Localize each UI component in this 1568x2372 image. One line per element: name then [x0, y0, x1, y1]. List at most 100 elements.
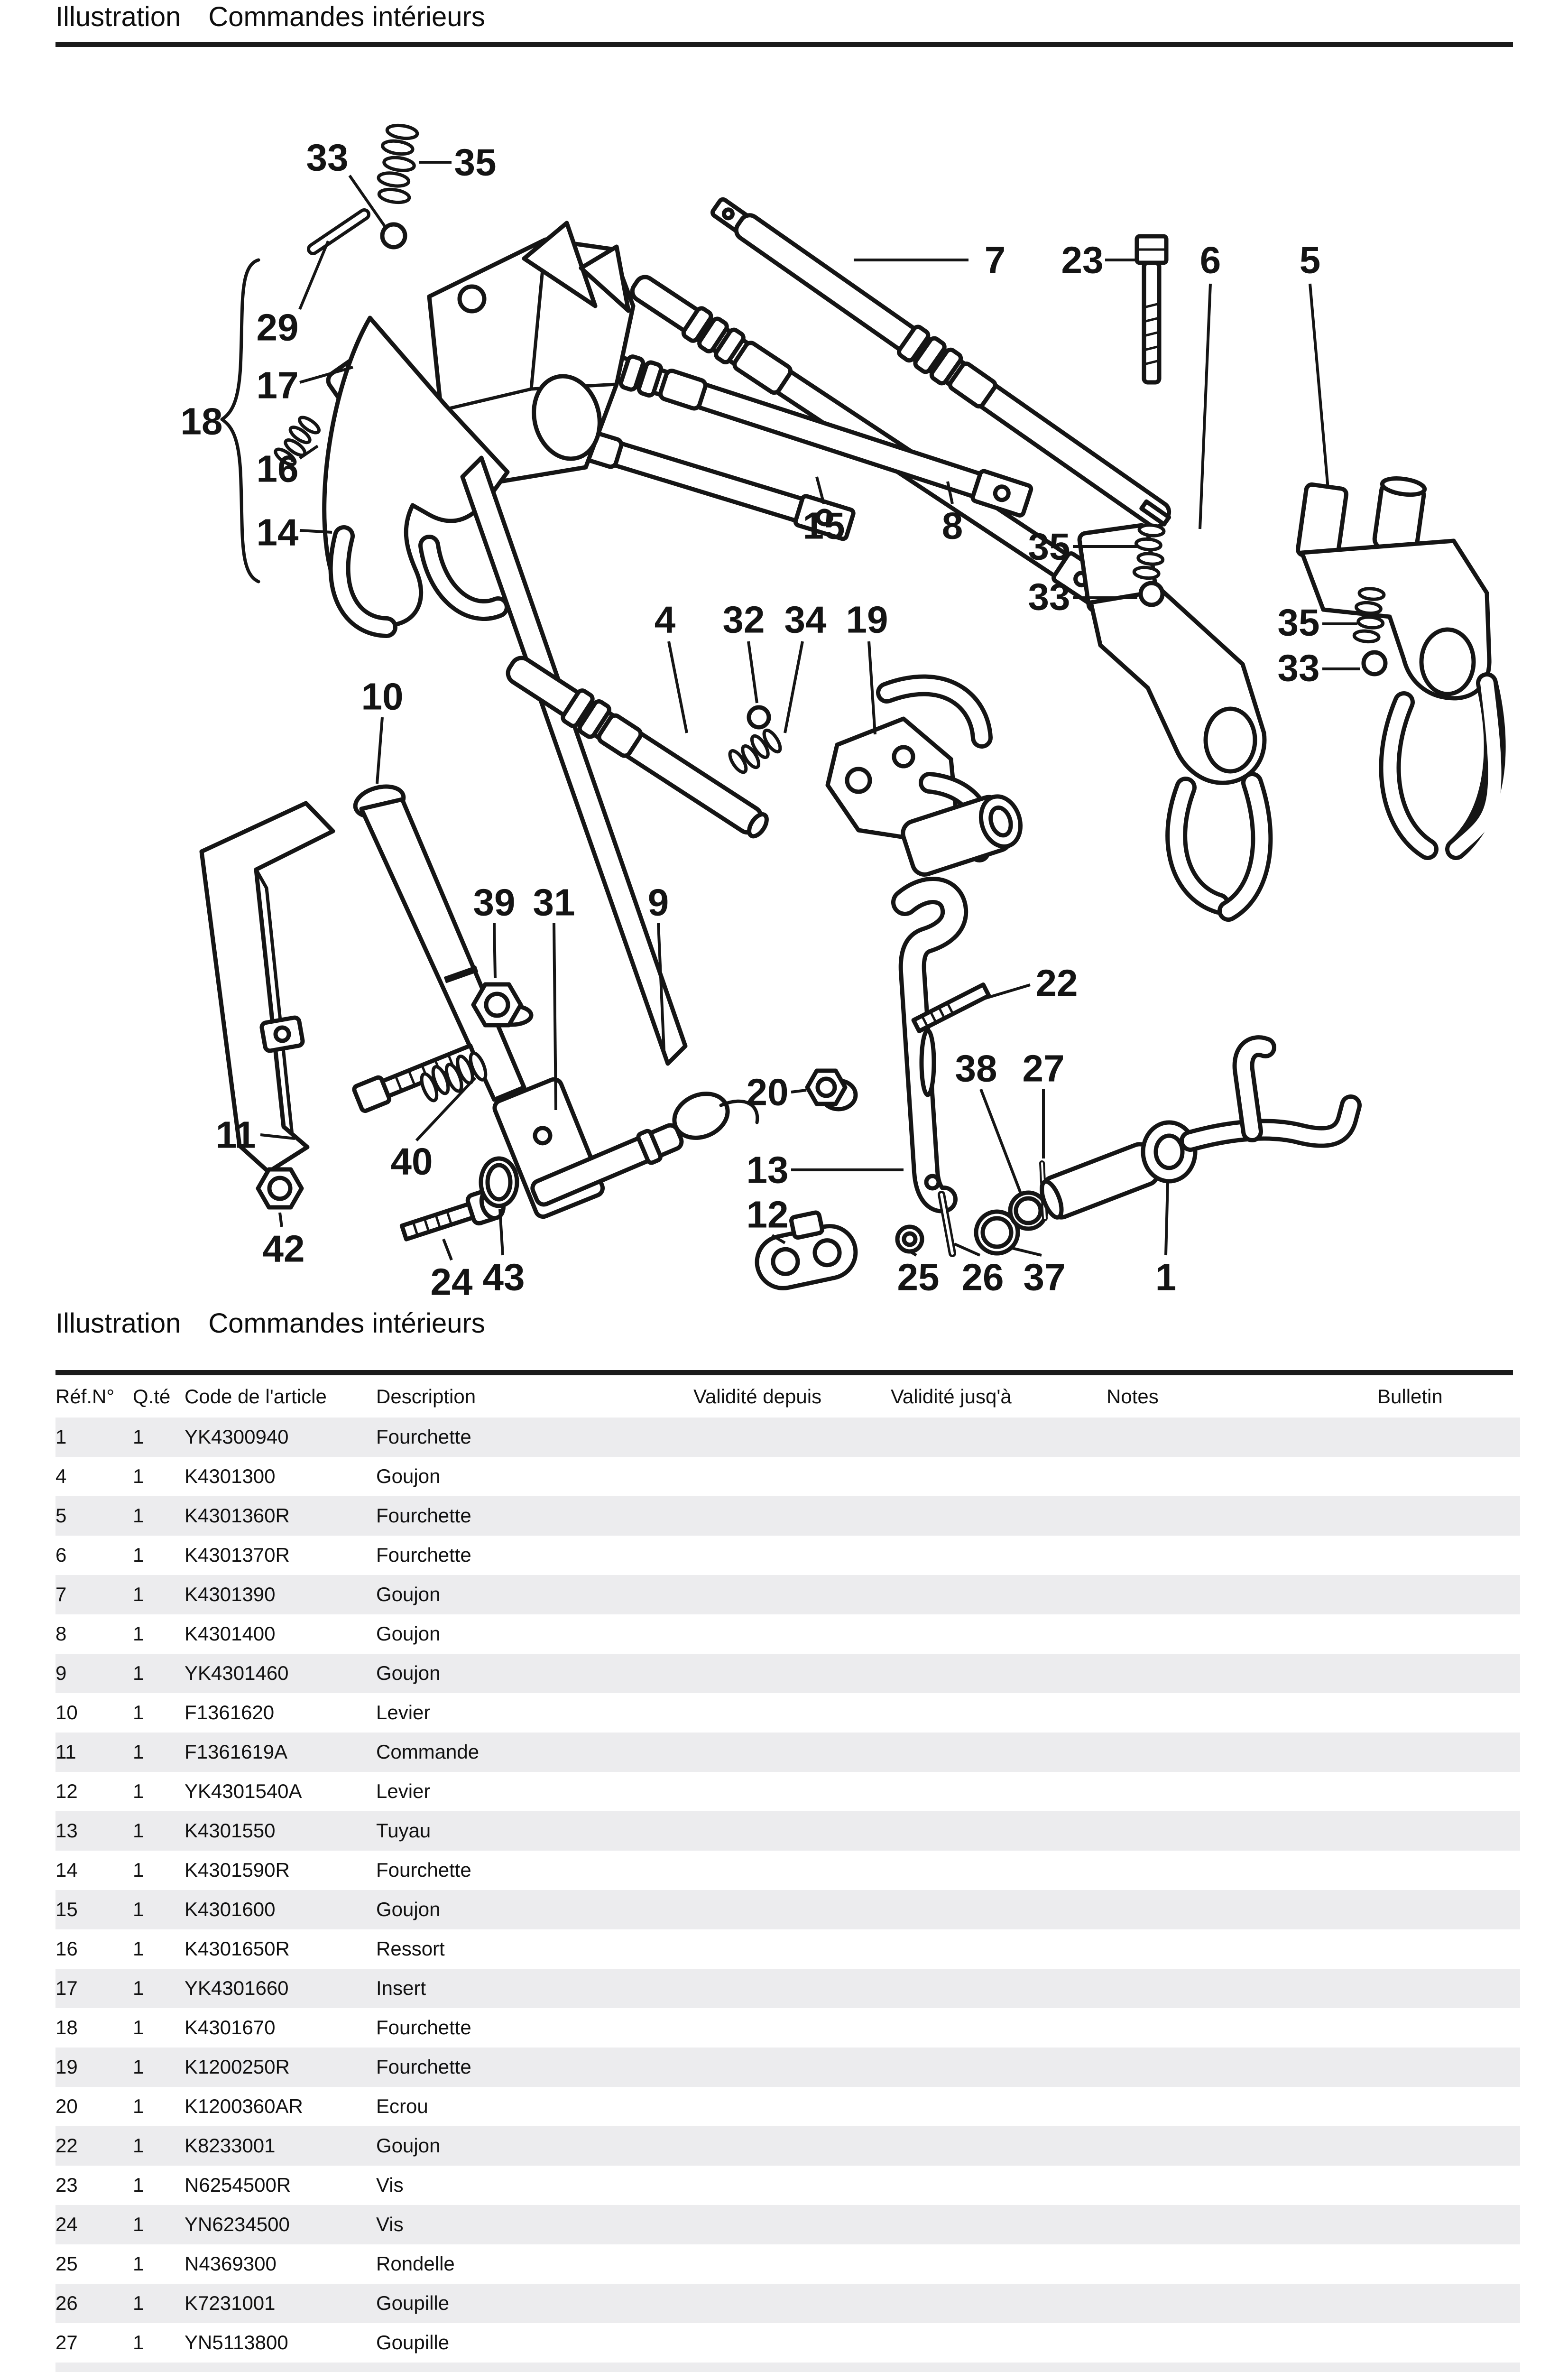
- column-header: Bulletin: [1377, 1385, 1443, 1408]
- nut-20-drawing: [805, 1068, 858, 1112]
- cell-code: K4301590R: [184, 1859, 290, 1881]
- strap-13-drawing: [891, 877, 968, 1214]
- cell-code: K4301360R: [184, 1504, 290, 1527]
- cell-desc: Fourchette: [376, 2016, 471, 2038]
- spring-35-right-drawing: [1352, 587, 1386, 644]
- cell-desc: Insert: [376, 1977, 426, 1999]
- cell-qty: 1: [133, 1780, 144, 1802]
- cell-ref: 10: [55, 1701, 78, 1723]
- column-header: Notes: [1107, 1385, 1159, 1408]
- cell-qty: 1: [133, 2095, 144, 2117]
- cell-code: K4301400: [184, 1622, 276, 1645]
- callout-label-39: 39: [473, 881, 516, 924]
- bracket-11-drawing: [199, 801, 335, 1174]
- cell-ref: 8: [55, 1622, 67, 1645]
- callout-leader-17: [299, 366, 353, 384]
- callout-label-20: 20: [747, 1071, 789, 1113]
- cell-ref: 6: [55, 1544, 67, 1566]
- cell-qty: 1: [133, 2369, 184, 2372]
- callout-leader-19: [867, 641, 876, 735]
- callout-leader-6: [1199, 283, 1212, 529]
- callout-leader-5: [1309, 283, 1329, 489]
- spring-34-drawing: [728, 728, 782, 774]
- callout-label-43: 43: [483, 1256, 525, 1298]
- callout-leader-33: [348, 175, 387, 228]
- cell-desc: Goupille élastique: [376, 2369, 693, 2372]
- column-header: Validité depuis: [693, 1385, 822, 1408]
- cell-qty: 1: [133, 1622, 144, 1645]
- callout-label-15: 15: [803, 505, 845, 547]
- cell-code: YK4301540A: [184, 1780, 302, 1802]
- callout-label-14: 14: [257, 511, 299, 554]
- cell-ref: 27: [55, 2331, 78, 2353]
- cell-desc: Tuyau: [376, 1819, 431, 1842]
- cell-qty: 1: [133, 1662, 144, 1684]
- cell-qty: 1: [133, 1937, 144, 1960]
- cell-qty: 1: [133, 2331, 144, 2353]
- cell-qty: 1: [133, 1819, 144, 1842]
- cell-qty: 1: [133, 1504, 144, 1527]
- cell-ref: 25: [55, 2252, 78, 2275]
- cell-qty: 1: [133, 2292, 144, 2314]
- cell-desc: Ressort: [376, 1937, 445, 1960]
- callout-label-6: 6: [1200, 239, 1221, 281]
- column-header: Code de l'article: [184, 1385, 327, 1408]
- callout-label-9: 9: [648, 881, 669, 924]
- pin-26-drawing: [938, 1191, 956, 1257]
- cell-desc: Goujon: [376, 1465, 441, 1487]
- cell-qty: 1: [133, 1465, 144, 1487]
- cell-ref: 1: [55, 1426, 67, 1448]
- nut-42-drawing: [256, 1167, 304, 1210]
- cell-desc: Goujon: [376, 1662, 441, 1684]
- ball-32-drawing: [747, 705, 771, 730]
- cell-qty: 1: [133, 1898, 144, 1920]
- ball-33-top-drawing: [380, 222, 407, 250]
- callout-leader-34: [784, 641, 804, 733]
- cell-ref: 19: [55, 2056, 78, 2078]
- page-title: Illustration Commandes intérieurs: [55, 1, 485, 33]
- callout-leader-12: [771, 1234, 786, 1244]
- callout-label-32: 32: [723, 599, 765, 641]
- callout-label-38: 38: [955, 1047, 997, 1090]
- page-title-subject: Commandes intérieurs: [208, 1, 485, 32]
- column-header: Réf.N°: [55, 1385, 115, 1408]
- cell-qty: 1: [133, 1583, 144, 1605]
- cell-code: YK4300940: [184, 1426, 289, 1448]
- callout-leader-15: [815, 476, 825, 504]
- callout-label-33: 33: [1028, 576, 1070, 618]
- cell-ref: 18: [55, 2016, 78, 2038]
- pin-29-drawing: [307, 208, 370, 255]
- cell-code: YN6234500: [184, 2213, 290, 2235]
- cell-ref: 16: [55, 1937, 78, 1960]
- cell-desc: Commande: [376, 1741, 480, 1763]
- cell-qty: 1: [133, 1701, 144, 1723]
- cell-code: N5115600: [184, 2369, 376, 2372]
- callout-label-42: 42: [263, 1228, 305, 1270]
- callout-leader-38: [979, 1088, 1022, 1194]
- callout-label-23: 23: [1061, 239, 1104, 281]
- page-title-label: Illustration: [55, 1, 181, 32]
- callout-label-34: 34: [784, 599, 827, 641]
- callout-leader-43: [498, 1208, 504, 1256]
- cell-qty: 1: [133, 2016, 144, 2038]
- fork-5-drawing: [1296, 476, 1506, 860]
- ring-43-drawing: [479, 1156, 519, 1208]
- cell-code: K1200360AR: [184, 2095, 303, 2117]
- cell-qty: 1: [133, 1977, 144, 1999]
- selector-block-drawing: [427, 221, 636, 484]
- column-header: Q.té: [133, 1385, 171, 1408]
- cell-ref: 15: [55, 1898, 78, 1920]
- callout-label-26: 26: [962, 1256, 1004, 1298]
